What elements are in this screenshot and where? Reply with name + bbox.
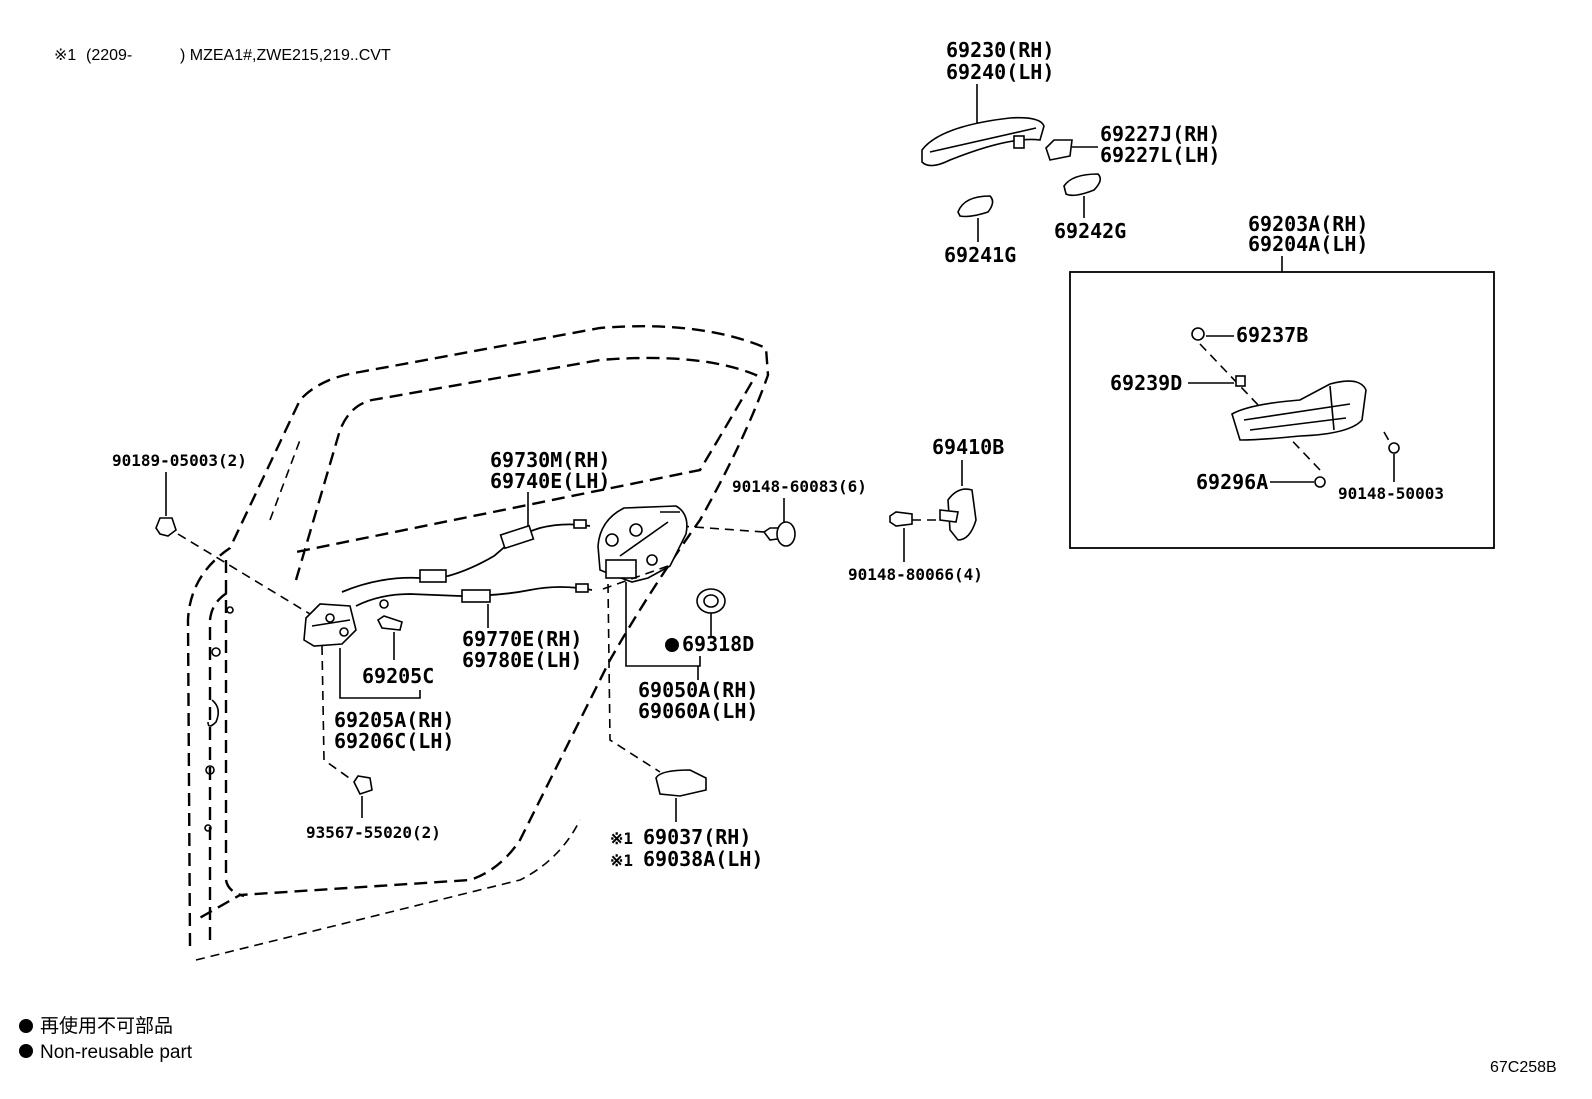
label-69037: 69037(RH)	[643, 825, 751, 849]
label-90189: 90189-05003(2)	[112, 451, 247, 470]
cable-69770e	[355, 586, 593, 607]
label-69740E: 69740E(LH)	[490, 469, 610, 493]
remote-group: 90189-05003(2) 69205C 69205A(RH) 69206C(…	[112, 451, 454, 842]
label-69206C: 69206C(LH)	[334, 729, 454, 753]
label-90148-60083: 90148-60083(6)	[732, 477, 867, 496]
assembly-box	[1069, 271, 1495, 549]
label-69203A: 69203A(RH)	[1248, 212, 1368, 236]
legend-jp: 再使用不可部品	[40, 1015, 173, 1037]
label-90148-80066: 90148-80066(4)	[848, 565, 983, 584]
label-69060A: 69060A(LH)	[638, 699, 758, 723]
legend-en: Non-reusable part	[40, 1042, 193, 1063]
label-69050A: 69050A(RH)	[638, 678, 758, 702]
label-69239D: 69239D	[1110, 371, 1182, 395]
bolt-60083-group: 90148-60083(6)	[679, 477, 867, 547]
screw-90148-50003	[1388, 442, 1400, 454]
door-lock-group: 69050A(RH) 69060A(LH) 69318D	[597, 505, 758, 773]
screw-69205c	[376, 615, 403, 631]
mark-69038A: ※1	[610, 851, 633, 870]
non-reusable-mark-69318d	[665, 638, 679, 652]
handle-frame-group: ※1 69037(RH) ※1 69038A(LH)	[610, 769, 763, 871]
handle-frame-69037	[655, 769, 707, 797]
legend: 再使用不可部品 Non-reusable part	[19, 1015, 193, 1063]
bolt-90148-80066	[889, 511, 913, 527]
inner-door-handle	[1231, 380, 1367, 441]
handle-cover	[1045, 139, 1073, 161]
cable-group: 69730M(RH) 69740E(LH) 69770E(RH) 69780E(…	[341, 448, 610, 672]
label-69730M: 69730M(RH)	[490, 448, 610, 472]
note-mark: ※1	[54, 47, 76, 64]
label-69770E: 69770E(RH)	[462, 627, 582, 651]
label-69230: 69230(RH)	[946, 38, 1054, 62]
door-striker	[947, 488, 977, 541]
label-69038A: 69038A(LH)	[643, 847, 763, 871]
handle-pad-69242g	[1063, 173, 1102, 197]
clip-69237b	[1191, 327, 1205, 341]
legend-dot-en	[19, 1044, 33, 1058]
note-models: ) MZEA1#,ZWE215,219..CVT	[180, 47, 391, 64]
bolt-93567	[353, 775, 373, 795]
outer-door-handle	[921, 116, 1045, 167]
label-69410B: 69410B	[932, 435, 1004, 459]
label-69780E: 69780E(LH)	[462, 648, 582, 672]
clip-90189	[155, 517, 177, 537]
handle-pad-69241g	[957, 195, 994, 218]
door-outline	[186, 325, 770, 961]
striker-group: 69410B 90148-80066(4)	[848, 435, 1004, 584]
label-69227J: 69227J(RH)	[1100, 122, 1220, 146]
label-69241G: 69241G	[944, 243, 1016, 267]
screw-69296a	[1314, 476, 1326, 488]
label-69242G: 69242G	[1054, 219, 1126, 243]
outer-handle-group: 69230(RH) 69240(LH) 69227J(RH) 69227L(LH…	[921, 38, 1220, 267]
label-90148-50003: 90148-50003	[1338, 484, 1444, 503]
label-93567: 93567-55020(2)	[306, 823, 441, 842]
cable-69730m	[341, 523, 591, 593]
door-lock-remote	[303, 603, 357, 647]
label-69205C: 69205C	[362, 664, 434, 688]
mark-69037: ※1	[610, 829, 633, 848]
label-69240: 69240(LH)	[946, 60, 1054, 84]
note-date: (2209-	[86, 47, 132, 64]
cap-69239d	[1235, 375, 1246, 387]
inner-handle-group: 69203A(RH) 69204A(LH) 69237B 69239D 6929…	[1069, 212, 1495, 549]
label-69227L: 69227L(LH)	[1100, 143, 1220, 167]
legend-dot-jp	[19, 1019, 33, 1033]
seal-69318d	[696, 588, 726, 614]
figure-code: 67C258B	[1490, 1059, 1557, 1076]
label-69237B: 69237B	[1236, 323, 1308, 347]
door-lock-assembly	[597, 505, 688, 583]
label-69204A: 69204A(LH)	[1248, 232, 1368, 256]
label-69296A: 69296A	[1196, 470, 1268, 494]
label-69318D: 69318D	[682, 632, 754, 656]
label-69205A: 69205A(RH)	[334, 708, 454, 732]
